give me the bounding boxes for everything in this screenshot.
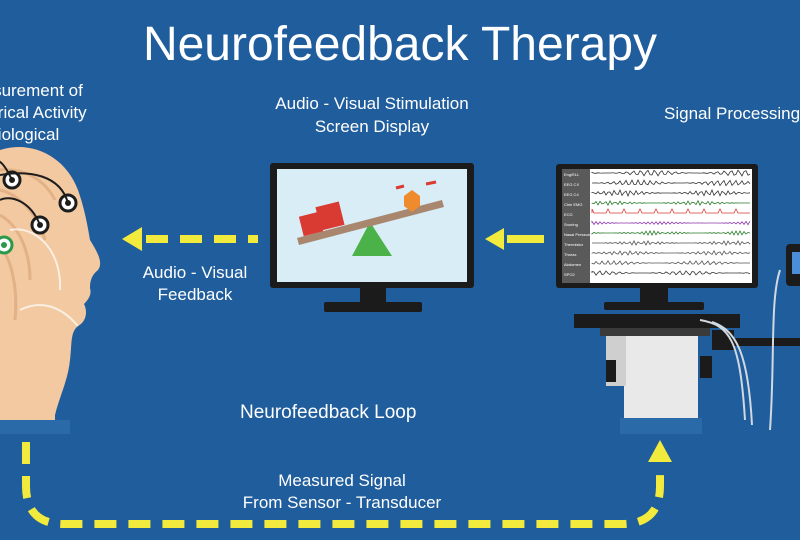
- page-title: Neurofeedback Therapy: [142, 18, 658, 71]
- feedback-line: Audio - Visual: [142, 263, 248, 282]
- eeg-channel-label: SPO2: [564, 272, 575, 277]
- stimulation-line: Screen Display: [314, 117, 430, 136]
- measurement-line: Physiological: [0, 125, 60, 144]
- seesaw-scale-icon: [297, 180, 444, 256]
- measured-signal-label: Measured Signal From Sensor - Transducer: [232, 470, 452, 514]
- loop-label: Neurofeedback Loop: [240, 402, 417, 423]
- monitor-icon: [270, 163, 474, 312]
- measurement-label: Measurement of Electrical Activity Physi…: [0, 80, 150, 146]
- eeg-trace: [591, 188, 751, 197]
- feedback-line: Feedback: [157, 285, 233, 304]
- measurement-line: Measurement of: [0, 81, 83, 100]
- eeg-trace: [591, 220, 751, 226]
- feedback-loop-arrow: [22, 440, 672, 528]
- eeg-trace: [591, 270, 751, 276]
- measurement-line: Electrical Activity: [0, 103, 87, 122]
- eeg-channel-label: Abdomen: [564, 262, 581, 267]
- eeg-channel-label: ECG: [564, 212, 573, 217]
- arrow-left-icon: [485, 228, 544, 250]
- eeg-trace: [591, 249, 751, 256]
- eeg-channel-label: EEG CX: [564, 182, 579, 187]
- arrow-up-icon: [648, 440, 672, 462]
- stimulation-line: Audio - Visual Stimulation: [275, 94, 469, 113]
- eeg-channel-label: Snoring: [564, 222, 578, 227]
- eeg-trace: [592, 179, 751, 187]
- eeg-channel-label: Thorax: [564, 252, 576, 257]
- eeg-channel-label: Chin EMG: [564, 202, 582, 207]
- signal-processing-label: Signal Processing: [664, 104, 800, 123]
- eeg-trace: [592, 240, 751, 247]
- feedback-label: Audio - Visual Feedback: [130, 262, 260, 306]
- eeg-trace: [591, 229, 751, 237]
- measured-signal-line: Measured Signal: [278, 471, 406, 490]
- eeg-channel-label: Nasal Pressure: [564, 232, 592, 237]
- eeg-monitor-icon: Eng/ELL EEG CX EEG C4 Chin EMG ECG SnoringNas…: [556, 164, 800, 434]
- measured-signal-line: From Sensor - Transducer: [242, 493, 442, 512]
- head-with-electrodes-icon: [0, 146, 101, 434]
- eeg-channel-label: EEG C4: [564, 192, 579, 197]
- eeg-trace: [591, 260, 750, 266]
- eeg-channel-label: Thermistor: [564, 242, 584, 247]
- arrow-left-icon: [122, 227, 258, 251]
- eeg-channel-label: Eng/ELL: [564, 172, 580, 177]
- eeg-trace: [591, 208, 750, 214]
- stimulation-label: Audio - Visual Stimulation Screen Displa…: [262, 92, 482, 138]
- eeg-trace: [591, 199, 750, 206]
- eeg-trace: [591, 169, 751, 177]
